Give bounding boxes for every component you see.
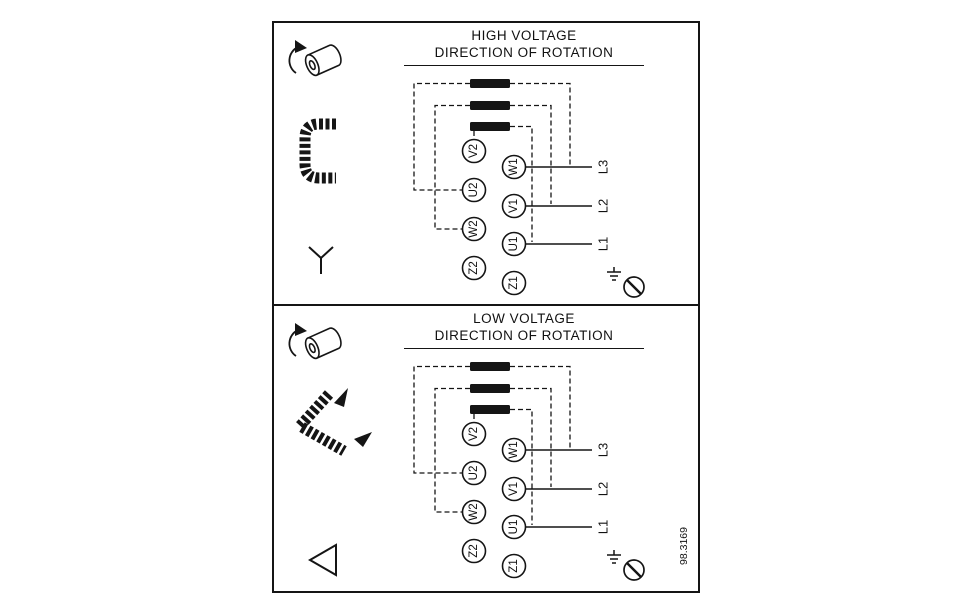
terminal-v2: [461, 138, 487, 164]
terminal-v1: [501, 193, 527, 219]
jumper-bar: [470, 79, 510, 88]
panel-header-low-voltage: LOW VOLTAGE DIRECTION OF ROTATION: [404, 310, 644, 349]
ground-icon: [607, 267, 645, 298]
supply-lines: [525, 166, 592, 245]
terminal-w2: [461, 216, 487, 242]
diagram-frame: HIGH VOLTAGE DIRECTION OF ROTATION: [272, 21, 700, 593]
terminal-u2: [461, 460, 487, 486]
panel-header-high-voltage: HIGH VOLTAGE DIRECTION OF ROTATION: [404, 27, 644, 66]
delta-connection-symbol: [307, 543, 337, 577]
panel-title: HIGH VOLTAGE: [471, 28, 577, 43]
terminal-u2-label: U2: [468, 183, 480, 198]
line-label-l1: L1: [596, 237, 611, 251]
line-label-l1: L1: [596, 520, 611, 534]
rotation-arrowhead: [295, 323, 307, 336]
low-voltage-wiring-diagram: V2 U2 W2 Z2 W1 V1 U1 Z1 L3 L2 L1: [288, 323, 690, 581]
jumper-connections: [413, 82, 571, 242]
ground-icon: [607, 550, 645, 581]
terminal-v1-label: V1: [508, 199, 520, 213]
panel-subtitle: DIRECTION OF ROTATION: [434, 328, 614, 343]
line-label-l2: L2: [596, 482, 611, 496]
jumper-bar: [470, 405, 510, 414]
rotation-arrowhead: [295, 40, 307, 53]
terminal-v2: [461, 421, 487, 447]
jumper-bar: [470, 384, 510, 393]
jumper-bars: [470, 362, 510, 414]
rotation-direction-icon: [288, 40, 342, 77]
terminal-z2-label: Z2: [468, 261, 480, 274]
terminal-z1-label: Z1: [508, 276, 520, 289]
terminal-z2: [461, 255, 487, 281]
terminal-v1: [501, 476, 527, 502]
terminal-u1: [501, 514, 527, 540]
terminal-z2-label: Z2: [468, 544, 480, 557]
terminal-u1-label: U1: [508, 237, 520, 252]
terminal-w1: [501, 437, 527, 463]
terminal-z1-label: Z1: [508, 559, 520, 572]
figure-code: 98.3169: [678, 527, 690, 565]
terminal-w1-label: W1: [508, 441, 520, 458]
jumper-bar: [470, 362, 510, 371]
move-arrow: [354, 432, 372, 447]
line-label-l2: L2: [596, 199, 611, 213]
line-label-l3: L3: [596, 160, 611, 174]
terminal-u2-label: U2: [468, 466, 480, 481]
move-arrow: [334, 388, 348, 407]
panel-high-voltage: HIGH VOLTAGE DIRECTION OF ROTATION: [274, 23, 698, 306]
jumper-connections: [413, 365, 571, 525]
terminal-z2: [461, 538, 487, 564]
terminal-v1-label: V1: [508, 482, 520, 496]
panel-title: LOW VOLTAGE: [473, 311, 575, 326]
terminal-u1-label: U1: [508, 520, 520, 535]
terminals: [461, 138, 527, 296]
supply-lines: [525, 449, 592, 528]
terminal-u1: [501, 231, 527, 257]
terminal-w1: [501, 154, 527, 180]
terminal-w2-label: W2: [468, 220, 480, 237]
star-connection-symbol: [308, 246, 334, 274]
terminals: [461, 421, 527, 579]
panel-subtitle: DIRECTION OF ROTATION: [434, 45, 614, 60]
terminal-v2-label: V2: [468, 427, 480, 441]
high-voltage-wiring-diagram: V2 U2 W2 Z2 W1 V1 U1 Z1 L3 L2 L1: [288, 40, 645, 298]
terminal-w2-label: W2: [468, 503, 480, 520]
panel-low-voltage: LOW VOLTAGE DIRECTION OF ROTATION: [274, 306, 698, 589]
terminal-w1-label: W1: [508, 158, 520, 175]
rotation-direction-icon: [288, 323, 342, 360]
jumper-bar: [470, 101, 510, 110]
star-jumper-icon: [299, 118, 336, 184]
terminal-z1: [501, 270, 527, 296]
terminal-z1: [501, 553, 527, 579]
terminal-v2-label: V2: [468, 144, 480, 158]
jumper-bar: [470, 122, 510, 131]
jumper-bars: [470, 79, 510, 131]
delta-jumper-icon: [291, 388, 372, 456]
terminal-u2: [461, 177, 487, 203]
terminal-w2: [461, 499, 487, 525]
line-label-l3: L3: [596, 443, 611, 457]
